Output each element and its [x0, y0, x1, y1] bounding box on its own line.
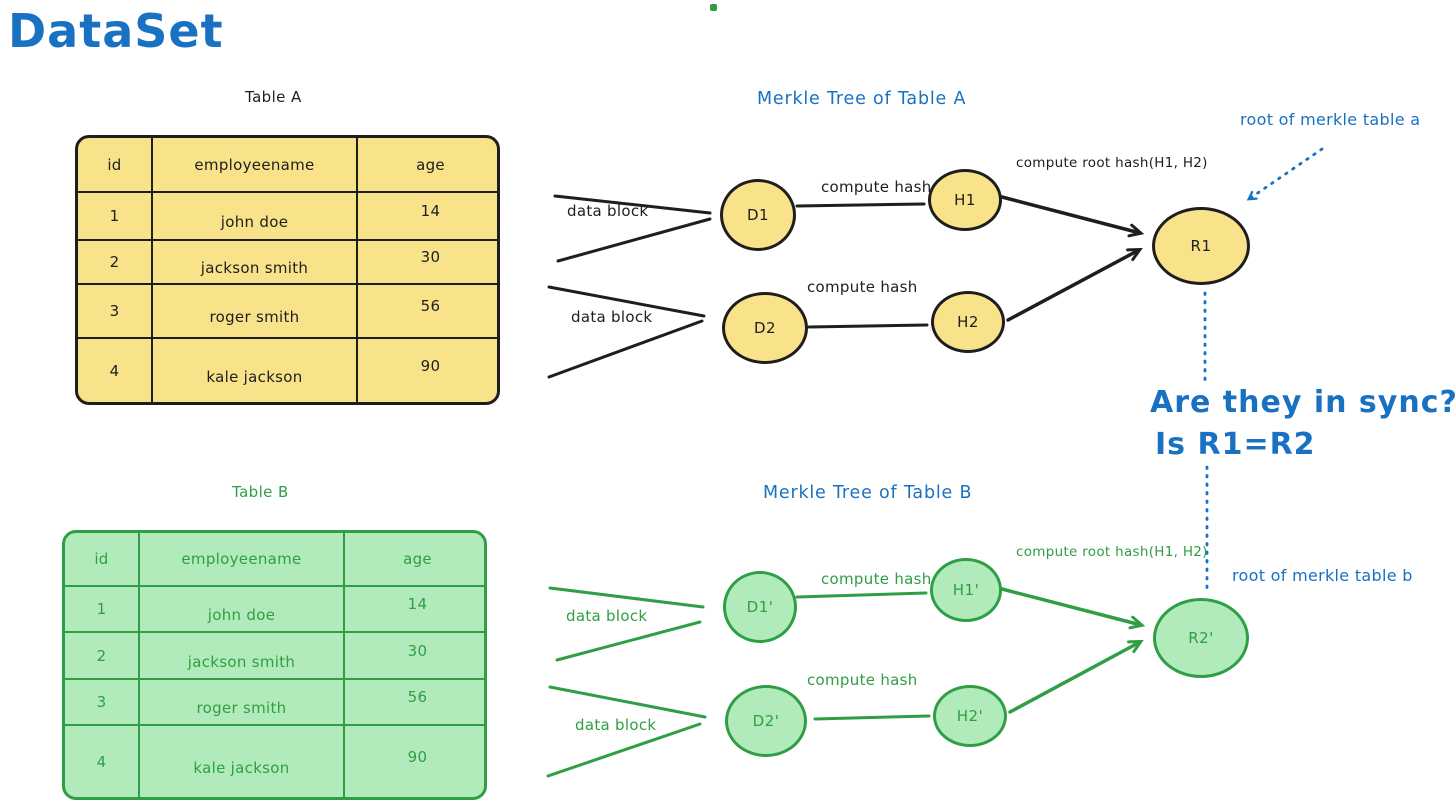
table-b: id employeename age 1 john doe 14 2 jack… — [62, 530, 487, 800]
data-block-line — [555, 620, 702, 662]
node-h2-prime: H2' — [933, 685, 1007, 747]
node-d2-prime: D2' — [725, 685, 807, 757]
table-cell: roger smith — [153, 285, 358, 339]
table-b-header-name: employeename — [140, 533, 345, 587]
table-cell: 2 — [78, 241, 153, 285]
table-a-header-id: id — [78, 138, 153, 193]
table-a-header-age: age — [358, 138, 497, 193]
table-cell: roger smith — [140, 680, 345, 726]
node-label: H1' — [952, 581, 980, 599]
data-block-label: data block — [566, 607, 648, 625]
table-cell: 14 — [358, 193, 497, 241]
data-block-line — [548, 586, 705, 609]
node-label: R1 — [1190, 237, 1212, 255]
table-cell: 1 — [78, 193, 153, 241]
data-block-line — [547, 319, 704, 379]
table-cell: 4 — [78, 339, 153, 402]
h1p-r2p-arrow — [1000, 587, 1146, 630]
compute-root-label: compute root hash(H1, H2) — [1016, 544, 1208, 560]
compute-hash-label: compute hash — [821, 570, 932, 588]
stray-mark — [710, 4, 717, 11]
page-title: DataSet — [8, 4, 224, 58]
table-cell: 30 — [358, 241, 497, 285]
table-cell: 56 — [358, 285, 497, 339]
node-label: R2' — [1188, 629, 1214, 647]
table-b-header-id: id — [65, 533, 140, 587]
data-block-label: data block — [571, 308, 653, 326]
node-d2: D2 — [722, 292, 808, 364]
table-b-caption: Table B — [232, 483, 289, 501]
compute-hash-label: compute hash — [821, 178, 932, 196]
table-a-caption: Table A — [245, 88, 302, 106]
root-a-pointer-arrow — [1249, 147, 1324, 199]
compute-hash-label: compute hash — [807, 278, 918, 296]
node-h1: H1 — [928, 169, 1002, 231]
tree-b-title: Merkle Tree of Table B — [763, 483, 973, 503]
h2p-r2p-arrow — [1008, 639, 1144, 714]
data-block-line — [553, 194, 712, 215]
node-r2-prime: R2' — [1153, 598, 1249, 678]
data-block-line — [548, 685, 707, 719]
table-cell: 4 — [65, 726, 140, 797]
node-label: H2 — [957, 313, 979, 331]
root-of-merkle-b-label: root of merkle table b — [1232, 566, 1413, 585]
node-h1-prime: H1' — [930, 558, 1002, 622]
node-label: D1' — [746, 598, 774, 616]
tree-a-title: Merkle Tree of Table A — [757, 89, 967, 109]
root-of-merkle-a-label: root of merkle table a — [1240, 110, 1421, 129]
table-cell: john doe — [140, 587, 345, 633]
table-a-header-name: employeename — [153, 138, 358, 193]
table-cell: 2 — [65, 633, 140, 680]
compute-hash-label: compute hash — [807, 671, 918, 689]
d2-h2-line — [807, 323, 929, 329]
node-d1: D1 — [720, 179, 796, 251]
node-h2: H2 — [931, 291, 1005, 353]
d2p-h2p-line — [813, 714, 931, 721]
node-label: D1 — [746, 206, 770, 224]
h1-r1-arrow — [1000, 195, 1145, 238]
node-label: D2 — [753, 319, 777, 337]
table-cell: 56 — [345, 680, 484, 726]
data-block-line — [546, 722, 702, 778]
sync-question-line2: Is R1=R2 — [1155, 427, 1316, 462]
node-r1: R1 — [1152, 207, 1250, 285]
node-d1-prime: D1' — [723, 571, 797, 643]
d1p-h1p-line — [795, 591, 928, 599]
table-cell: 14 — [345, 587, 484, 633]
h2-r1-arrow — [1006, 247, 1143, 322]
table-cell: kale jackson — [140, 726, 345, 797]
sync-question-line1: Are they in sync? — [1150, 385, 1456, 420]
node-label: H1 — [954, 191, 976, 209]
table-b-header-age: age — [345, 533, 484, 587]
table-cell: 1 — [65, 587, 140, 633]
table-cell: jackson smith — [153, 241, 358, 285]
data-block-label: data block — [567, 202, 649, 220]
table-cell: 30 — [345, 633, 484, 680]
table-cell: jackson smith — [140, 633, 345, 680]
table-cell: 3 — [65, 680, 140, 726]
d1-h1-line — [795, 202, 926, 208]
table-cell: kale jackson — [153, 339, 358, 402]
data-block-label: data block — [575, 716, 657, 734]
table-cell: 90 — [420, 356, 441, 375]
compute-root-label: compute root hash(H1, H2) — [1016, 155, 1208, 171]
table-a: id employeename age 1 john doe 14 2 jack… — [75, 135, 500, 405]
node-label: H2' — [956, 707, 984, 725]
data-block-line — [556, 217, 712, 263]
table-cell: 90 — [407, 747, 428, 766]
table-cell: 3 — [78, 285, 153, 339]
node-label: D2' — [752, 712, 780, 730]
data-block-line — [547, 285, 706, 318]
table-cell: john doe — [153, 193, 358, 241]
